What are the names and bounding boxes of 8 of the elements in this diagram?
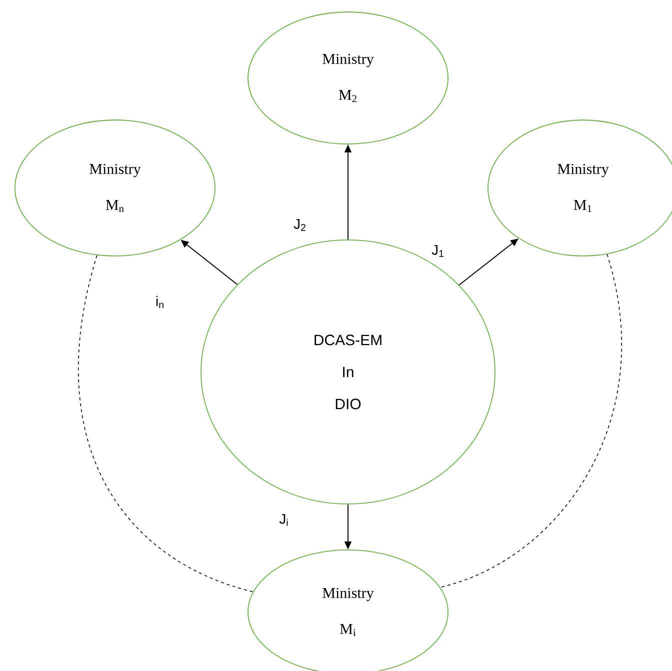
edge-label: J$_{1}$	[432, 245, 444, 257]
connector-line	[440, 254, 622, 588]
edge-label: J$_{i}$	[279, 514, 288, 526]
ellipse-node: Ministry M$_{n}$	[14, 120, 216, 256]
connector-line	[78, 254, 254, 592]
edge-label: J$_{2}$	[294, 219, 306, 231]
edge-label: i$_{n}$	[156, 296, 164, 308]
ellipse-node: Ministry M$_{2}$	[248, 12, 448, 144]
